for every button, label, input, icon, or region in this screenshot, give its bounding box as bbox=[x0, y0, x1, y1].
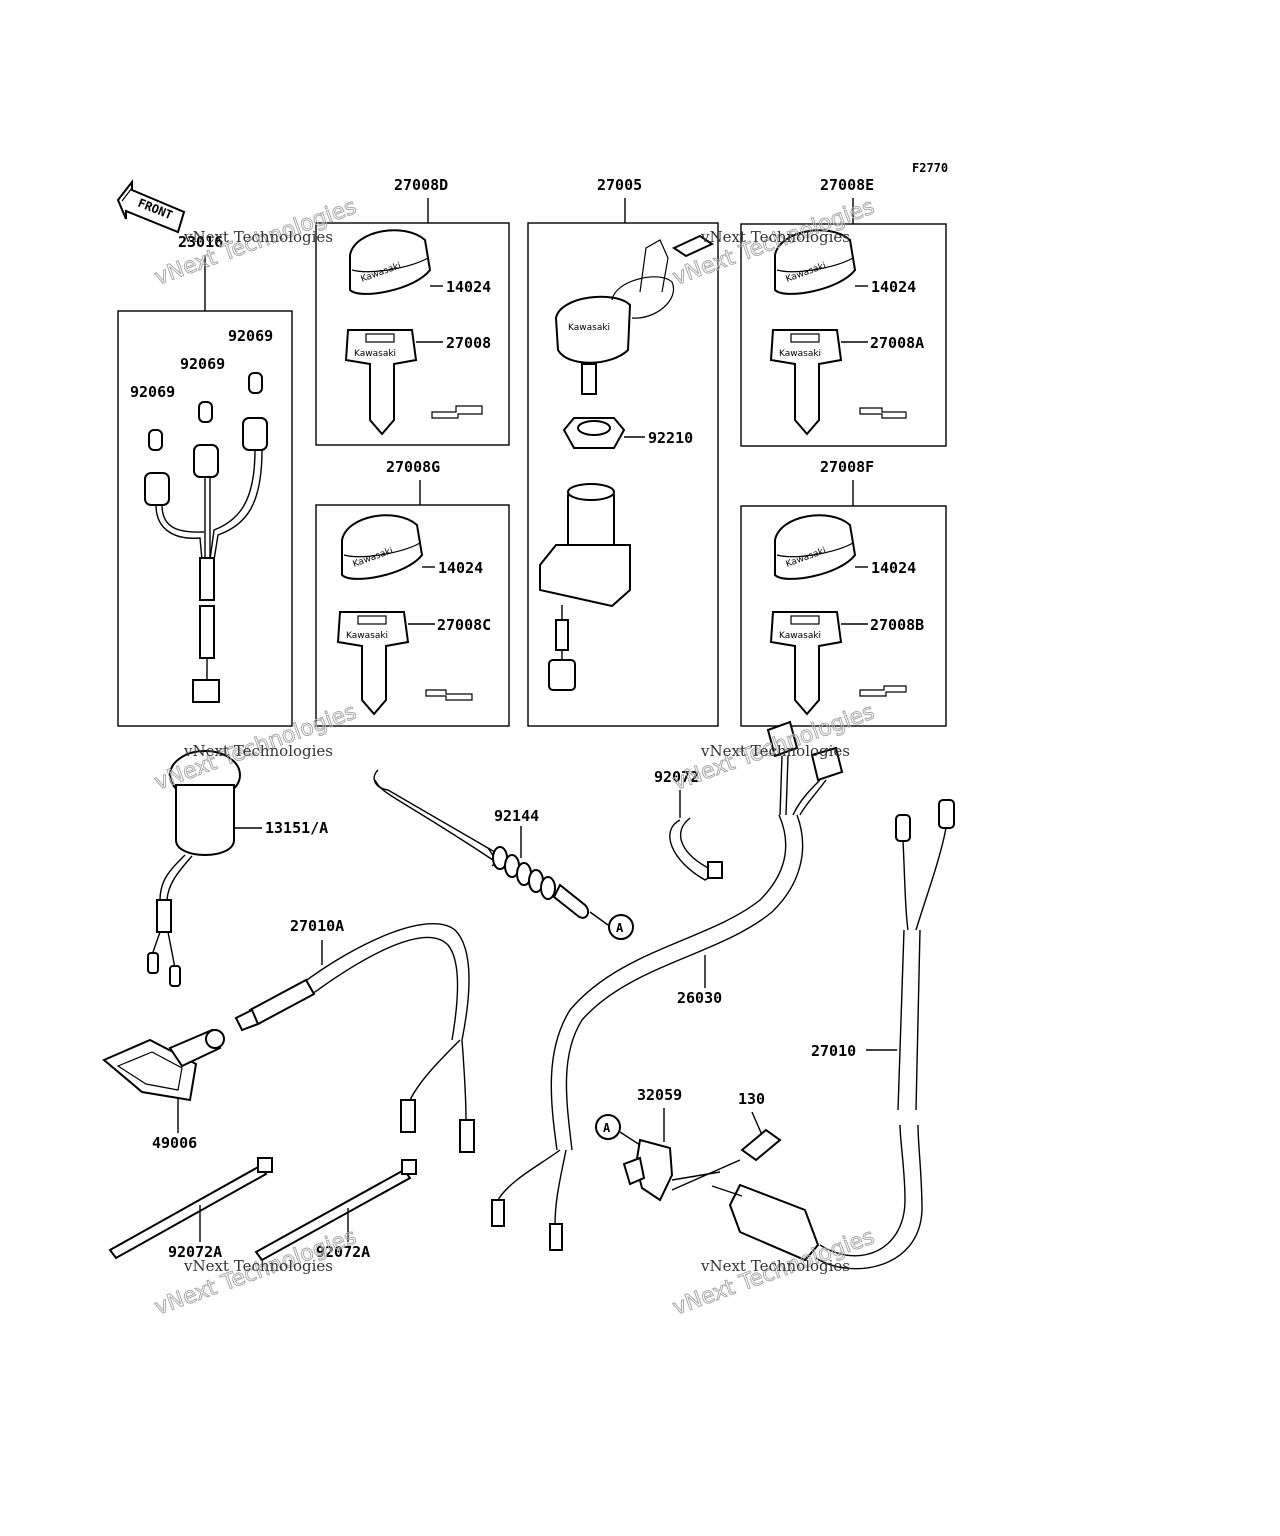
svg-text:Kawasaki: Kawasaki bbox=[354, 349, 396, 359]
part-label-49006: 49006 bbox=[152, 1134, 197, 1152]
part-label-92072A: 92072A bbox=[316, 1243, 370, 1261]
watermark: vNext Technologies vNext Technologies vN… bbox=[151, 194, 878, 1321]
part-label-14024: 14024 bbox=[871, 559, 916, 577]
group-box-27005 bbox=[527, 222, 719, 727]
key-blank-icon: Kawasaki bbox=[769, 611, 843, 716]
part-label-27008B: 27008B bbox=[870, 616, 924, 634]
svg-text:A: A bbox=[603, 1121, 611, 1135]
key-head-icon: Kawasaki bbox=[349, 229, 432, 295]
part-label-14024: 14024 bbox=[446, 278, 491, 296]
svg-text:vNext Technologies: vNext Technologies bbox=[700, 228, 850, 246]
figure-code: F2770 bbox=[912, 161, 948, 175]
key-cut-icon bbox=[425, 689, 473, 701]
group-box-27008D bbox=[315, 222, 510, 446]
part-label-27008: 27008 bbox=[446, 334, 491, 352]
key-blank-icon: Kawasaki bbox=[344, 329, 418, 436]
key-head-icon: Kawasaki bbox=[774, 514, 857, 580]
harness-23016-drawing bbox=[144, 372, 268, 703]
key-cut-icon bbox=[859, 407, 907, 419]
lead-26030 bbox=[491, 720, 844, 1251]
part-label-92144: 92144 bbox=[494, 807, 539, 825]
callout-a: A bbox=[595, 1114, 621, 1140]
svg-text:vNext Technologies: vNext Technologies bbox=[183, 228, 333, 246]
group-box-23016 bbox=[117, 310, 293, 727]
group-box-27008G bbox=[315, 504, 510, 727]
part-label-27008A: 27008A bbox=[870, 334, 924, 352]
svg-text:Kawasaki: Kawasaki bbox=[779, 631, 821, 641]
front-arrow-icon: FRONT bbox=[116, 179, 186, 234]
part-label-130: 130 bbox=[738, 1090, 765, 1108]
svg-text:vNext Technologies: vNext Technologies bbox=[700, 1257, 850, 1275]
svg-text:Kawasaki: Kawasaki bbox=[568, 323, 610, 333]
part-label-14024: 14024 bbox=[438, 559, 483, 577]
part-label-26030: 26030 bbox=[677, 989, 722, 1007]
part-label-32059: 32059 bbox=[637, 1086, 682, 1104]
part-label-27010A: 27010A bbox=[290, 917, 344, 935]
key-head-icon: Kawasaki bbox=[341, 514, 424, 580]
switch-27010 bbox=[711, 799, 955, 1270]
part-label-92072A: 92072A bbox=[168, 1243, 222, 1261]
indicator-lamp-13151 bbox=[147, 750, 241, 987]
key-head-icon: Kawasaki bbox=[774, 229, 857, 295]
key-cut-icon bbox=[859, 685, 907, 697]
part-label-14024: 14024 bbox=[871, 278, 916, 296]
nut-icon bbox=[562, 417, 626, 449]
svg-text:vNext Technologies: vNext Technologies bbox=[183, 742, 333, 760]
switch-27010A bbox=[234, 922, 475, 1153]
bolt-130 bbox=[740, 1128, 782, 1162]
part-label-92069: 92069 bbox=[228, 327, 273, 345]
group-label-27008E: 27008E bbox=[820, 176, 874, 194]
group-label-27005: 27005 bbox=[597, 176, 642, 194]
part-label-27010: 27010 bbox=[811, 1042, 856, 1060]
group-label-27008D: 27008D bbox=[394, 176, 448, 194]
part-label-92210: 92210 bbox=[648, 429, 693, 447]
key-cut-icon bbox=[431, 405, 483, 419]
svg-text:Kawasaki: Kawasaki bbox=[779, 349, 821, 359]
band-92072 bbox=[669, 817, 723, 881]
cable-tie-92072A bbox=[254, 1159, 417, 1262]
part-label-92069: 92069 bbox=[180, 355, 225, 373]
group-label-23016: 23016 bbox=[178, 233, 223, 251]
key-blank-icon: Kawasaki bbox=[336, 611, 410, 716]
part-label-92072: 92072 bbox=[654, 768, 699, 786]
svg-text:vNext Technologies: vNext Technologies bbox=[183, 1257, 333, 1275]
bracket-32059 bbox=[622, 1138, 741, 1202]
group-label-27008F: 27008F bbox=[820, 458, 874, 476]
group-box-27008F bbox=[740, 505, 947, 727]
part-label-13151A: 13151/A bbox=[265, 819, 328, 837]
spring-92144 bbox=[373, 769, 589, 919]
ignition-switch-body bbox=[539, 483, 631, 691]
svg-text:vNext Technologies: vNext Technologies bbox=[700, 742, 850, 760]
svg-text:Kawasaki: Kawasaki bbox=[346, 631, 388, 641]
boot-49006 bbox=[102, 1028, 225, 1102]
cable-tie-92072A bbox=[108, 1157, 273, 1260]
ignition-key-icon: Kawasaki bbox=[554, 234, 715, 395]
callout-a: A bbox=[608, 914, 634, 940]
group-label-27008G: 27008G bbox=[386, 458, 440, 476]
key-blank-icon: Kawasaki bbox=[769, 329, 843, 436]
svg-text:A: A bbox=[616, 921, 624, 935]
part-label-92069: 92069 bbox=[130, 383, 175, 401]
group-box-27008E bbox=[740, 223, 947, 447]
part-label-27008C: 27008C bbox=[437, 616, 491, 634]
